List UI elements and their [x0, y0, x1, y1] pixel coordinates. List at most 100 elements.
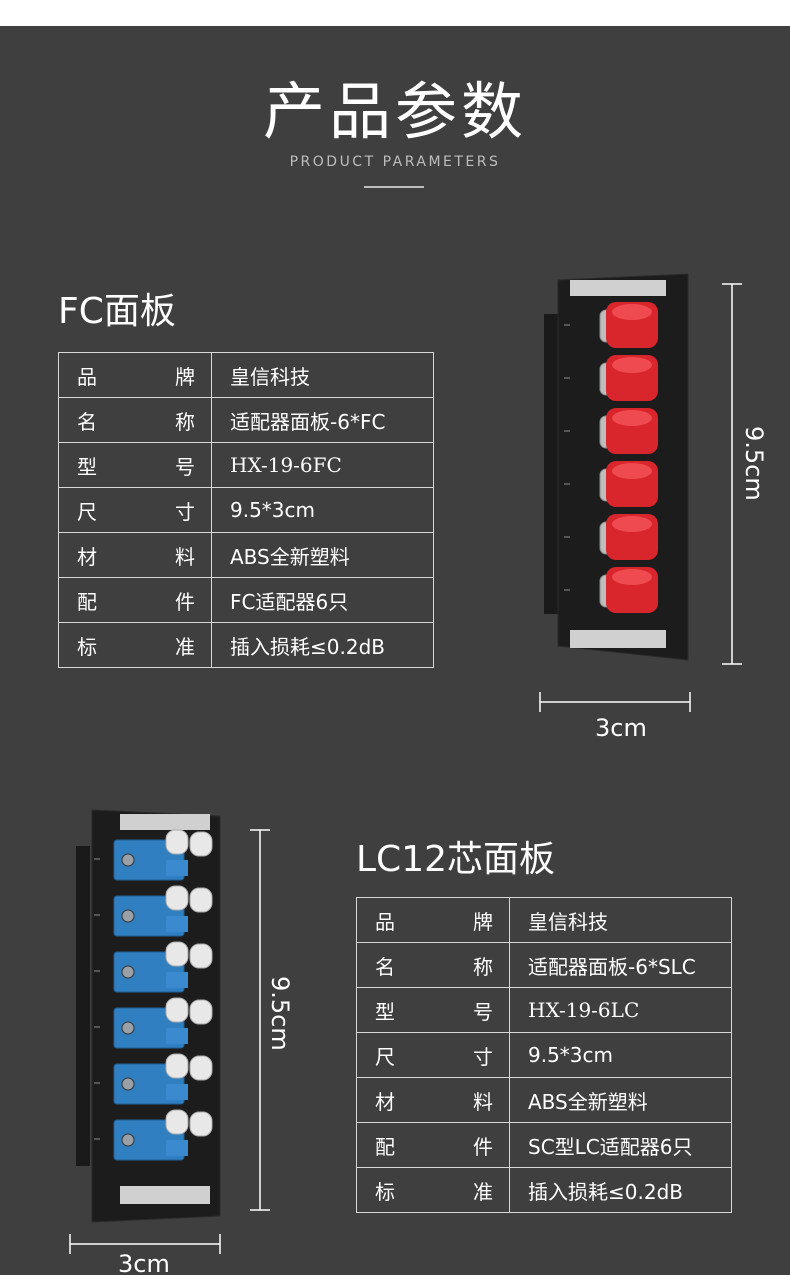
fc-section-title: FC面板: [58, 291, 176, 332]
screw-icon: [121, 1021, 135, 1035]
panel-side-rail: [544, 314, 558, 614]
top-clip: [120, 814, 210, 830]
table-row: 型 号 HX-19-6FC: [58, 442, 434, 488]
page-title: 产品参数: [262, 75, 527, 148]
lc-dust-cap: [165, 1109, 189, 1135]
lc-section-title: LC12芯面板: [356, 839, 556, 880]
spec-value: 适配器面板-6*FC: [211, 397, 434, 443]
spec-value: 皇信科技: [211, 352, 434, 398]
panel-side-rail: [76, 846, 90, 1166]
fc-cap-highlight: [612, 410, 652, 426]
lc-dust-cap: [189, 1111, 213, 1137]
screw-icon: [121, 853, 135, 867]
table-row: 材 料 ABS全新塑料: [356, 1077, 732, 1123]
fc-cap-highlight: [612, 569, 652, 585]
spec-value: FC适配器6只: [211, 577, 434, 623]
lc-dust-cap: [165, 941, 189, 967]
spec-key: 材 料: [356, 1077, 510, 1123]
spec-key: 尺 寸: [356, 1032, 510, 1078]
table-row: 标 准 插入损耗≤0.2dB: [356, 1167, 732, 1213]
fc-cap-highlight: [612, 357, 652, 373]
spec-key: 标 准: [58, 622, 212, 668]
panel-marking: [94, 1138, 100, 1140]
lc-port-opening: [166, 1140, 188, 1156]
spec-value: 皇信科技: [509, 897, 732, 943]
panel-marking: [94, 1082, 100, 1084]
spec-key: 配 件: [356, 1122, 510, 1168]
fc-spec-table: 品 牌 皇信科技 名 称 适配器面板-6*FC 型 号 HX-19-6FC 尺 …: [58, 352, 434, 668]
spec-value: HX-19-6FC: [211, 442, 434, 488]
panel-marking: [564, 589, 570, 591]
lc-dust-cap: [165, 997, 189, 1023]
lc-dust-cap: [165, 1053, 189, 1079]
fc-width-label: 3cm: [595, 714, 647, 742]
spec-key: 名 称: [356, 942, 510, 988]
table-row: 材 料 ABS全新塑料: [58, 532, 434, 578]
lc-panel-image: [69, 809, 270, 1254]
panel-marking: [564, 324, 570, 326]
table-row: 品 牌 皇信科技: [58, 352, 434, 398]
lc-port-opening: [166, 1028, 188, 1044]
lc-dust-cap: [165, 829, 189, 855]
lc-port-opening: [166, 860, 188, 876]
fc-height-label: 9.5cm: [740, 426, 768, 501]
spec-value: 9.5*3cm: [509, 1032, 732, 1078]
lc-port-opening: [166, 972, 188, 988]
screw-icon: [121, 1133, 135, 1147]
lc-port-group: [94, 829, 213, 1161]
panel-marking: [94, 1026, 100, 1028]
fc-port-group: [564, 302, 658, 613]
fc-cap-highlight: [612, 304, 652, 320]
spec-value: SC型LC适配器6只: [509, 1122, 732, 1168]
table-row: 名 称 适配器面板-6*FC: [58, 397, 434, 443]
spec-value: 插入损耗≤0.2dB: [211, 622, 434, 668]
spec-value: 9.5*3cm: [211, 487, 434, 533]
spec-key: 配 件: [58, 577, 212, 623]
lc-port-opening: [166, 916, 188, 932]
spec-key: 名 称: [58, 397, 212, 443]
table-row: 配 件 FC适配器6只: [58, 577, 434, 623]
panel-marking: [94, 970, 100, 972]
spec-value: 适配器面板-6*SLC: [509, 942, 732, 988]
spec-key: 品 牌: [356, 897, 510, 943]
lc-port-opening: [166, 1084, 188, 1100]
screw-icon: [121, 965, 135, 979]
top-clip: [570, 280, 666, 296]
panel-marking: [564, 430, 570, 432]
lc-dust-cap: [189, 999, 213, 1025]
bottom-clip: [120, 1186, 210, 1204]
panel-marking: [94, 858, 100, 860]
lc-width-label: 3cm: [118, 1250, 170, 1275]
fc-cap-highlight: [612, 516, 652, 532]
lc-height-label: 9.5cm: [266, 976, 294, 1051]
spec-key: 型 号: [58, 442, 212, 488]
spec-value: HX-19-6LC: [509, 987, 732, 1033]
spec-value: 插入损耗≤0.2dB: [509, 1167, 732, 1213]
table-row: 品 牌 皇信科技: [356, 897, 732, 943]
page-subtitle: PRODUCT PARAMETERS: [289, 154, 501, 170]
table-row: 配 件 SC型LC适配器6只: [356, 1122, 732, 1168]
spec-value: ABS全新塑料: [211, 532, 434, 578]
lc-dust-cap: [189, 887, 213, 913]
lc-dust-cap: [189, 943, 213, 969]
title-divider: [364, 186, 424, 188]
panel-marking: [564, 483, 570, 485]
panel-marking: [564, 377, 570, 379]
spec-key: 材 料: [58, 532, 212, 578]
fc-panel-image: [539, 273, 742, 712]
spec-key: 品 牌: [58, 352, 212, 398]
panel-marking: [94, 914, 100, 916]
lc-dust-cap: [165, 885, 189, 911]
spec-key: 型 号: [356, 987, 510, 1033]
spec-key: 尺 寸: [58, 487, 212, 533]
fc-cap-highlight: [612, 463, 652, 479]
spec-key: 标 准: [356, 1167, 510, 1213]
table-row: 型 号 HX-19-6LC: [356, 987, 732, 1033]
table-row: 名 称 适配器面板-6*SLC: [356, 942, 732, 988]
lc-dust-cap: [189, 831, 213, 857]
screw-icon: [121, 909, 135, 923]
panel-marking: [564, 536, 570, 538]
lc-spec-table: 品 牌 皇信科技 名 称 适配器面板-6*SLC 型 号 HX-19-6LC 尺…: [356, 897, 732, 1213]
table-row: 尺 寸 9.5*3cm: [58, 487, 434, 533]
